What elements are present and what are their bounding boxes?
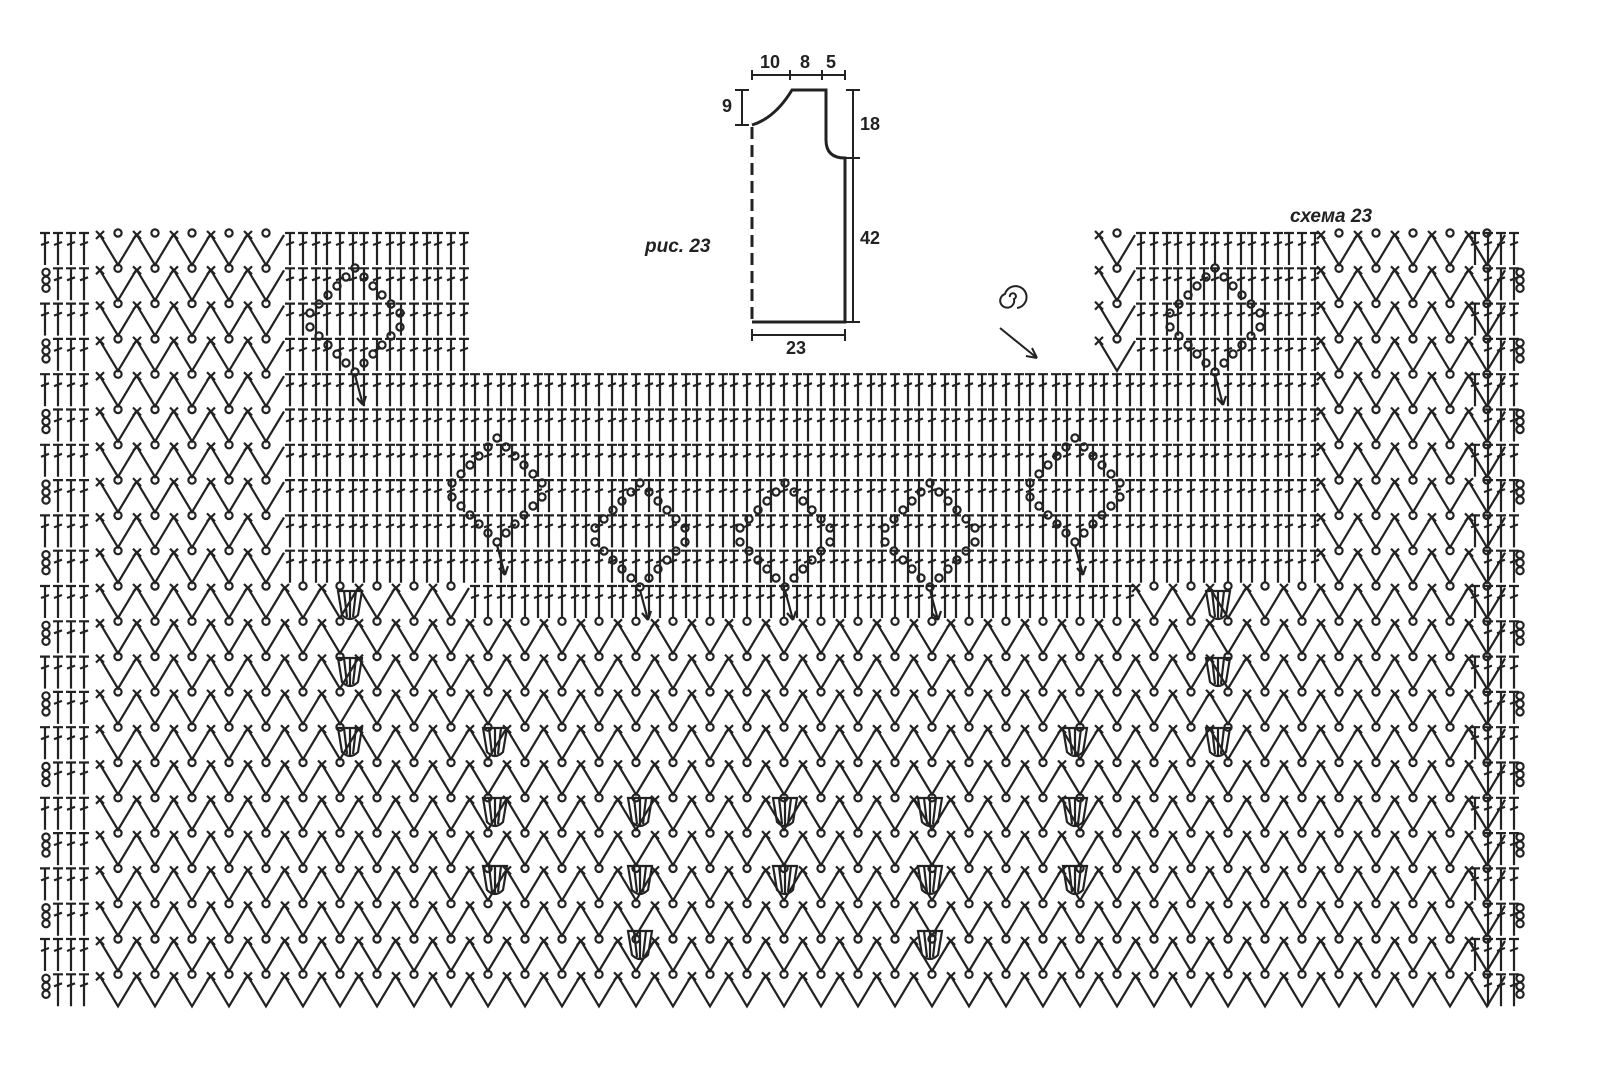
dimension-lines — [735, 70, 860, 341]
stitch-symbols — [40, 228, 1525, 1009]
scheme-label: схема 23 — [1290, 206, 1373, 227]
garment-schematic — [735, 70, 860, 341]
dim-top-right: 5 — [826, 52, 837, 72]
dim-top-middle: 8 — [800, 52, 811, 72]
schematic-outline — [751, 88, 847, 324]
figure-label: рис. 23 — [645, 236, 711, 257]
dim-body-height: 42 — [860, 228, 881, 248]
dim-armhole-height: 18 — [860, 114, 881, 134]
dim-top-left: 10 — [760, 52, 781, 72]
dim-bottom-width: 23 — [786, 338, 807, 358]
spiral-start-icon — [999, 285, 1038, 359]
dim-neck-depth: 9 — [722, 96, 733, 116]
